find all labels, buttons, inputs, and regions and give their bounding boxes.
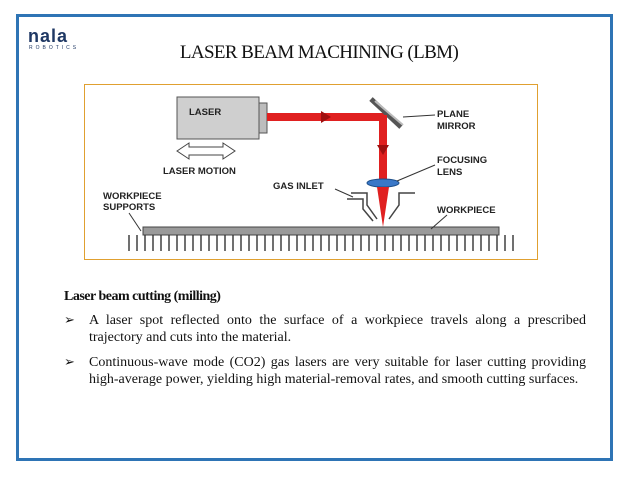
gas-nozzle [347, 192, 415, 222]
logo-subtitle: ROBOTICS [29, 45, 80, 51]
arrow-bullet-icon: ➢ [64, 355, 75, 370]
workpiece-label: WORKPIECE [437, 205, 496, 216]
focusing-lens [366, 178, 400, 188]
plane-mirror [369, 97, 404, 129]
laser-body [176, 96, 260, 140]
workpiece-plate [142, 226, 500, 236]
slide-frame [16, 14, 613, 461]
laser-label: LASER [189, 107, 221, 118]
arrow-bullet-icon: ➢ [64, 313, 75, 328]
company-logo: nala ROBOTICS [28, 27, 79, 51]
focusing-lens-label-1: FOCUSING [437, 155, 487, 166]
focusing-lens-label-2: LENS [437, 167, 462, 178]
laser-nozzle [258, 102, 268, 134]
lens-pointer [396, 164, 436, 182]
mirror-pointer [402, 114, 436, 118]
laser-motion-label: LASER MOTION [163, 166, 236, 177]
plane-mirror-label-1: PLANE [437, 109, 469, 120]
workpiece-supports-label-2: SUPPORTS [103, 202, 155, 213]
laser-motion-arrow [176, 142, 236, 160]
workpiece-supports-label-1: WORKPIECE [103, 191, 162, 202]
logo-word: nala [28, 26, 69, 46]
supports-pointer [128, 212, 142, 232]
lbm-diagram: LASER LASER MOTION PLANE MIRROR FOCUSING… [84, 84, 538, 260]
slide-title: LASER BEAM MACHINING (LBM) [179, 42, 459, 63]
beam-down-arrow-icon [377, 145, 389, 155]
gas-inlet-pointer [334, 188, 354, 198]
lbm-diagram-svg: LASER LASER MOTION PLANE MIRROR FOCUSING… [103, 96, 514, 251]
gas-inlet-label: GAS INLET [273, 181, 324, 192]
section-heading: Laser beam cutting (milling) [64, 289, 221, 304]
bullet-text: A laser spot reflected onto the surface … [89, 313, 586, 345]
workpiece-supports [128, 235, 514, 251]
bullet-text: Continuous-wave mode (CO2) gas lasers ar… [89, 355, 586, 387]
beam-focused [377, 187, 389, 227]
bullet-item: ➢ A laser spot reflected onto the surfac… [64, 313, 586, 346]
workpiece-pointer [430, 214, 448, 230]
beam-arrow-icon [321, 111, 331, 123]
bullet-item: ➢ Continuous-wave mode (CO2) gas lasers … [64, 355, 586, 388]
bullet-list: ➢ A laser spot reflected onto the surfac… [64, 313, 586, 397]
plane-mirror-label-2: MIRROR [437, 121, 476, 132]
